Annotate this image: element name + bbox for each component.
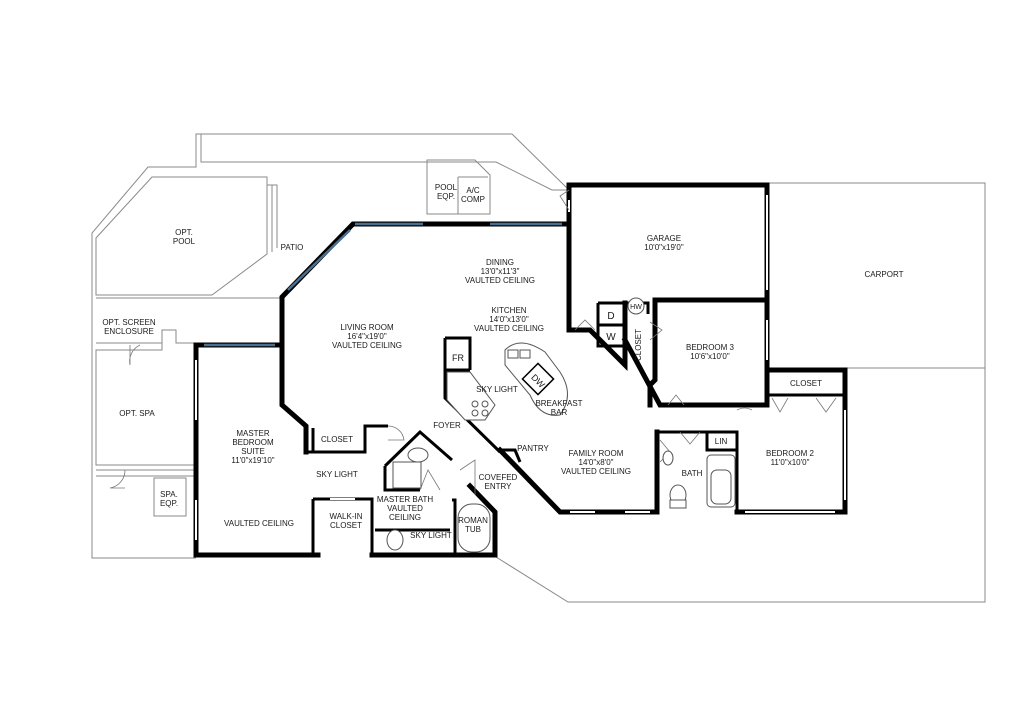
label-pantry: PANTRY [517,444,549,453]
water-heater [627,297,645,315]
label-vaulted-master: VAULTED CEILING [224,519,294,528]
doors [109,189,837,495]
label-patio: PATIO [281,243,304,252]
label-foyer: FOYER [433,421,461,430]
label-lin: LIN [715,437,728,446]
fixtures [386,297,736,553]
label-washer: W [606,332,616,343]
label-carport: CARPORT [865,270,904,279]
master-sink [386,529,404,551]
label-closet-master: CLOSET [321,435,353,444]
label-closet-bedroom-2: CLOSET [790,379,822,388]
label-dryer: D [607,311,614,322]
label-skylight-master: SKY LIGHT [316,470,358,479]
label-hw: HW [630,304,642,311]
label-opt-pool: OPT.POOL [173,228,196,246]
dishwasher-box [521,362,555,396]
interior-walls [306,301,845,555]
bath-sink [662,450,674,466]
label-opt-spa: OPT. SPA [119,409,155,418]
windows [195,195,846,540]
master-toilet [407,447,429,463]
label-skylight-bath: SKY LIGHT [410,531,452,540]
outdoor-outlines [91,133,986,603]
label-bath: BATH [682,469,703,478]
label-fr: FR [452,353,464,363]
label-skylight-kitchen: SKY LIGHT [476,385,518,394]
label-closet-laundry: CLOSET [634,329,643,361]
label-spa-eqp: SPA.EQP. [160,490,178,508]
